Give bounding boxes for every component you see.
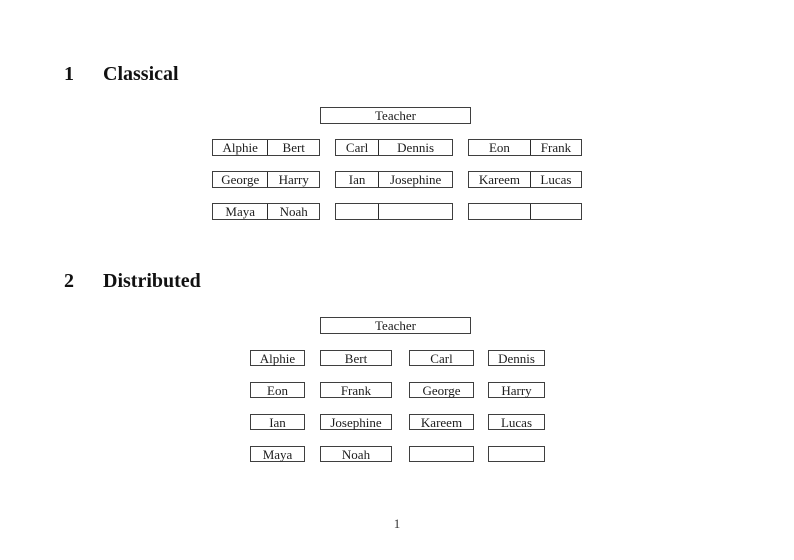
desk-single: George bbox=[409, 382, 474, 398]
desk-single: Ian bbox=[250, 414, 305, 430]
desk: Kareem Lucas bbox=[468, 171, 582, 188]
seat: Maya bbox=[225, 204, 256, 219]
seat: Frank bbox=[529, 140, 581, 155]
seat-empty bbox=[529, 204, 581, 219]
seat: Alphie bbox=[222, 140, 258, 155]
section-title: Classical bbox=[103, 63, 179, 85]
desk-single: Maya bbox=[250, 446, 305, 462]
section-number: 2 bbox=[64, 270, 74, 292]
teacher-box: Teacher bbox=[320, 107, 471, 124]
page-number: 1 bbox=[393, 516, 401, 531]
section-heading-distributed: 2 Distributed bbox=[64, 271, 201, 291]
seat: George bbox=[221, 172, 260, 187]
desk-single: Lucas bbox=[488, 414, 545, 430]
desk-single: Noah bbox=[320, 446, 392, 462]
desk-single: Eon bbox=[250, 382, 305, 398]
desk: Ian Josephine bbox=[335, 171, 453, 188]
desk-single-empty bbox=[409, 446, 474, 462]
seat-empty bbox=[378, 204, 452, 219]
seat: Bert bbox=[267, 140, 319, 155]
desk: Eon Frank bbox=[468, 139, 582, 156]
teacher-label: Teacher bbox=[375, 108, 416, 123]
seat: Josephine bbox=[378, 172, 452, 187]
desk-single: Carl bbox=[409, 350, 474, 366]
section-title: Distributed bbox=[103, 270, 201, 292]
seat-empty bbox=[336, 204, 378, 219]
desk: Maya Noah bbox=[212, 203, 320, 220]
seat: Kareem bbox=[478, 172, 521, 187]
seat: Carl bbox=[345, 140, 369, 155]
teacher-label: Teacher bbox=[375, 318, 416, 333]
desk-single: Kareem bbox=[409, 414, 474, 430]
desk: Alphie Bert bbox=[212, 139, 320, 156]
desk-single-empty bbox=[488, 446, 545, 462]
desk-single: Dennis bbox=[488, 350, 545, 366]
desk-single: Frank bbox=[320, 382, 392, 398]
seat: Lucas bbox=[529, 172, 581, 187]
desk: George Harry bbox=[212, 171, 320, 188]
desk-single: Josephine bbox=[320, 414, 392, 430]
seat: Harry bbox=[267, 172, 319, 187]
desk-single: Alphie bbox=[250, 350, 305, 366]
section-heading-classical: 1 Classical bbox=[64, 64, 179, 84]
seat: Noah bbox=[267, 204, 319, 219]
desk-single: Harry bbox=[488, 382, 545, 398]
desk: Carl Dennis bbox=[335, 139, 453, 156]
seat: Ian bbox=[348, 172, 366, 187]
desk-empty bbox=[468, 203, 582, 220]
seat: Dennis bbox=[378, 140, 452, 155]
seat: Eon bbox=[488, 140, 510, 155]
section-number: 1 bbox=[64, 63, 74, 85]
desk-empty bbox=[335, 203, 453, 220]
desk-single: Bert bbox=[320, 350, 392, 366]
seat-empty bbox=[469, 204, 530, 219]
teacher-box: Teacher bbox=[320, 317, 471, 334]
